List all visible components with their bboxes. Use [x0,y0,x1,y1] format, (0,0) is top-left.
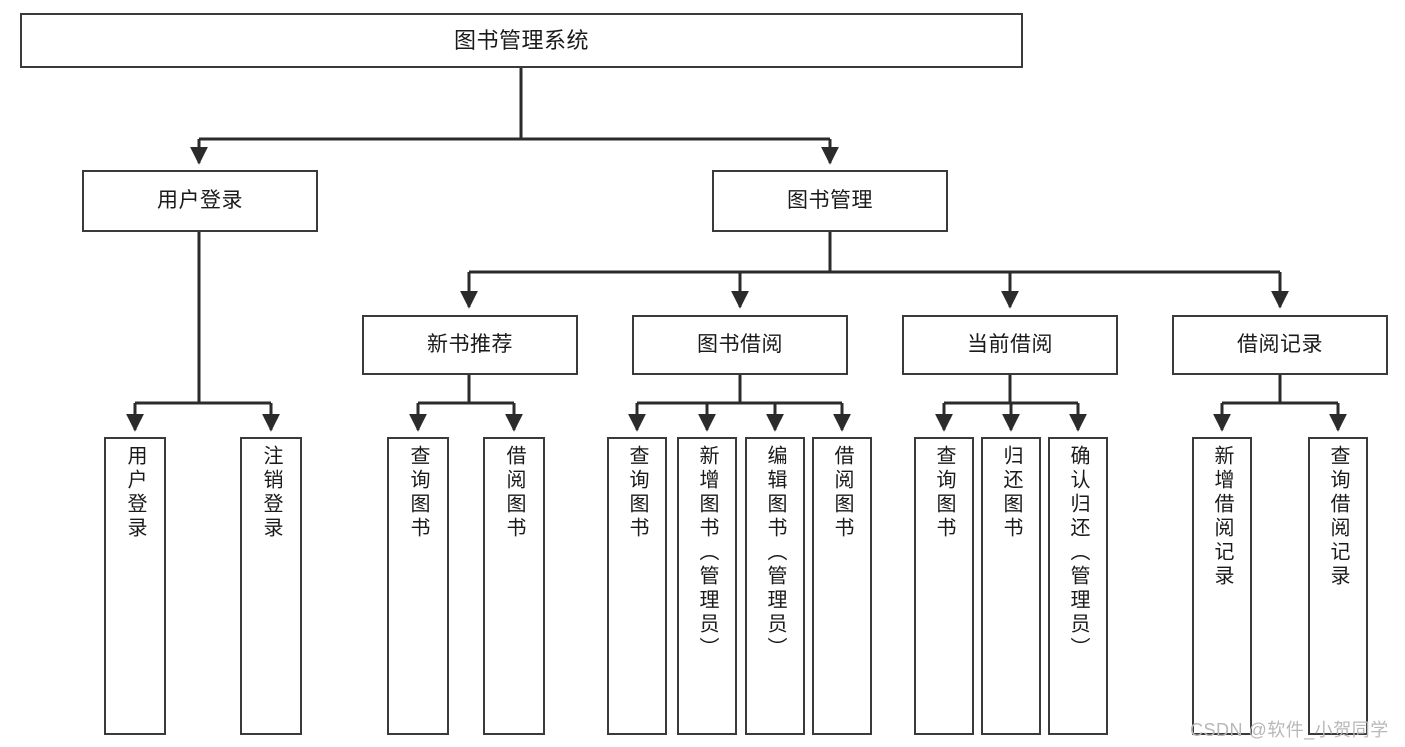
node-label: 查询图书 [933,445,955,541]
node-label: 当前借阅 [967,332,1053,356]
node-user-login[interactable]: 用户登录 [82,170,318,232]
node-new-book-recommend[interactable]: 新书推荐 [362,315,578,375]
leaf-current-borrow-query-book[interactable]: 查询图书 [914,437,974,735]
node-current-borrow[interactable]: 当前借阅 [902,315,1118,375]
leaf-new-book-borrow-book[interactable]: 借阅图书 [483,437,545,735]
node-label: 图书借阅 [697,332,783,356]
node-label: 借阅图书 [503,445,525,541]
node-book-manage[interactable]: 图书管理 [712,170,948,232]
leaf-book-borrow-add-book[interactable]: 新增图书（管理员） [677,437,737,735]
node-label: 查询借阅记录 [1327,445,1349,589]
leaf-borrow-record-add-record[interactable]: 新增借阅记录 [1192,437,1252,735]
leaf-user-login-logout[interactable]: 注销登录 [240,437,302,735]
node-label: 借阅记录 [1237,332,1323,356]
node-label: 查询图书 [407,445,429,541]
leaf-book-borrow-edit-book[interactable]: 编辑图书（管理员） [745,437,805,735]
node-label: 图书管理 [787,188,873,212]
node-label: 新书推荐 [427,332,513,356]
node-label: 用户登录 [157,188,243,212]
node-label: 归还图书 [1000,445,1022,541]
node-label: 用户登录 [124,445,146,541]
node-borrow-record[interactable]: 借阅记录 [1172,315,1388,375]
node-label: 注销登录 [260,445,282,541]
node-label: 查询图书 [626,445,648,541]
node-label: 编辑图书（管理员） [764,445,786,661]
node-label: 新增图书（管理员） [696,445,718,661]
leaf-book-borrow-query-book[interactable]: 查询图书 [607,437,667,735]
node-label: 图书管理系统 [453,27,589,53]
leaf-new-book-query-book[interactable]: 查询图书 [387,437,449,735]
node-book-borrow[interactable]: 图书借阅 [632,315,848,375]
node-root-system[interactable]: 图书管理系统 [20,13,1023,68]
node-label: 新增借阅记录 [1211,445,1233,589]
leaf-borrow-record-query-record[interactable]: 查询借阅记录 [1308,437,1368,735]
leaf-current-borrow-return-book[interactable]: 归还图书 [981,437,1041,735]
node-label: 借阅图书 [831,445,853,541]
node-label: 确认归还（管理员） [1067,445,1089,661]
leaf-book-borrow-borrow-book[interactable]: 借阅图书 [812,437,872,735]
leaf-current-borrow-confirm-return[interactable]: 确认归还（管理员） [1048,437,1108,735]
csdn-watermark: CSDN @软件_小贺同学 [1190,720,1389,740]
leaf-user-login-login[interactable]: 用户登录 [104,437,166,735]
